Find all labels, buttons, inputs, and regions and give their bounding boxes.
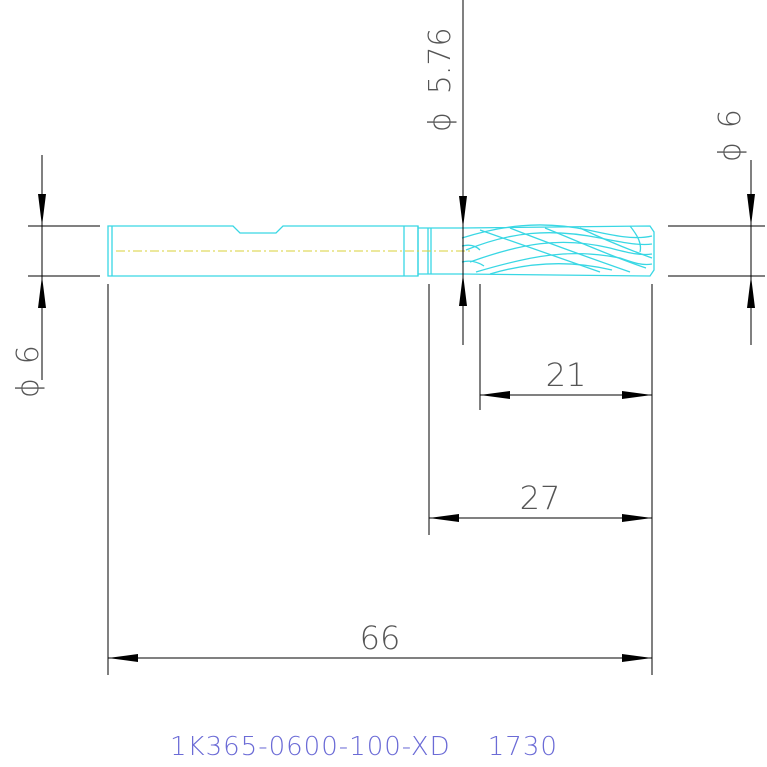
shank-diameter-right-value: 6 xyxy=(713,109,748,128)
flute-section xyxy=(461,224,655,277)
flute-length-value: 21 xyxy=(546,356,587,394)
dim-shank-diameter-left: ϕ6 xyxy=(11,155,100,398)
part-code: 1730 xyxy=(487,732,558,762)
dim-tip-diameter: ϕ 5.76 xyxy=(423,0,467,345)
end-mill-tool xyxy=(107,224,655,277)
shank-outline xyxy=(107,225,419,277)
overall-length-value: 66 xyxy=(360,619,401,657)
shank-diameter-left-value: 6 xyxy=(11,345,46,364)
diameter-symbol: ϕ xyxy=(423,112,458,132)
dim-overall-length: 66 xyxy=(108,619,652,662)
diameter-symbol: ϕ xyxy=(713,142,748,162)
svg-text:ϕ5.76: ϕ 5.76 xyxy=(423,27,458,132)
neck-length-value: 27 xyxy=(520,479,561,517)
svg-text:ϕ6: ϕ6 xyxy=(713,109,748,162)
diameter-symbol: ϕ xyxy=(11,378,46,398)
tip-diameter-value: 5.76 xyxy=(423,27,458,94)
part-caption: 1K365-0600-100-XD 1730 xyxy=(170,732,750,766)
svg-text:ϕ6: ϕ6 xyxy=(11,345,46,398)
extension-lines xyxy=(107,284,653,675)
part-number: 1K365-0600-100-XD xyxy=(170,732,451,762)
dim-flute-length: 21 xyxy=(480,356,652,399)
dim-neck-length: 27 xyxy=(429,479,652,522)
dim-shank-diameter-right: ϕ6 xyxy=(668,109,765,345)
